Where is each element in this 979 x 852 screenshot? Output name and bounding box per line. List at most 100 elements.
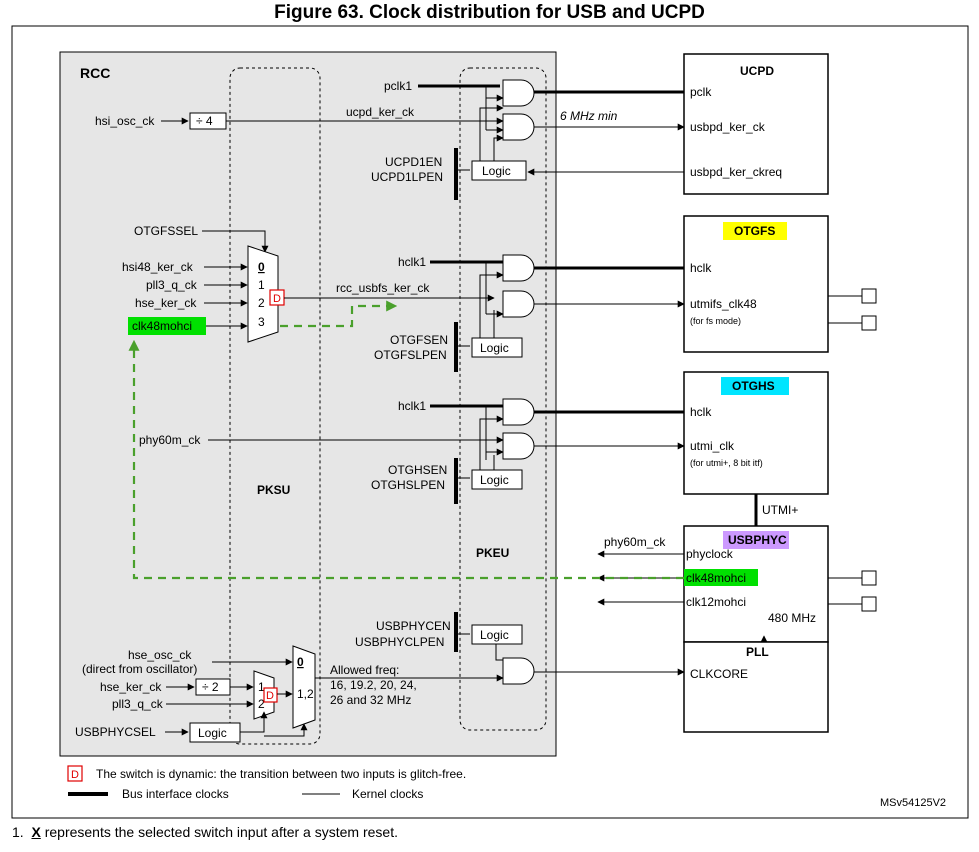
- and-gate-otghs-bus: [502, 398, 535, 426]
- otghslpen-label: OTGHSLPEN: [371, 478, 445, 492]
- pksu-label: PKSU: [257, 483, 290, 497]
- logic-ucpd: [471, 160, 527, 181]
- otgfs-clk48: utmifs_clk48: [690, 297, 757, 311]
- and-gate-usbphyc: [502, 657, 535, 685]
- rcc-usbfs-ker-ck-label: rcc_usbfs_ker_ck: [336, 281, 430, 295]
- legend-bus-text: Bus interface clocks: [122, 787, 229, 801]
- legend-dynamic-text: The switch is dynamic: the transition be…: [96, 767, 466, 781]
- legend-dynamic-mark: [67, 765, 83, 782]
- pll-title: PLL: [746, 645, 769, 659]
- ucpd1lpen-label: UCPD1LPEN: [371, 170, 443, 184]
- mux-num-3: 3: [258, 315, 265, 329]
- figure-frame: [11, 25, 969, 819]
- otgfs-badge: [723, 222, 787, 240]
- usbphycsel-label: USBPHYCSEL: [75, 725, 156, 739]
- hclk1-fs-label: hclk1: [398, 255, 426, 269]
- pll-clkcore: CLKCORE: [690, 667, 748, 681]
- logic-usbphycsel-label: Logic: [198, 726, 227, 740]
- rcc-label: RCC: [80, 65, 110, 81]
- usbphyc-freq: 480 MHz: [768, 611, 816, 625]
- otgfs-mux: [247, 245, 279, 343]
- hse-osc-ck-note: (direct from oscillator): [82, 662, 197, 676]
- usbphyc-badge: [723, 531, 789, 549]
- ucpd-req: usbpd_ker_ckreq: [690, 165, 782, 179]
- logic-otghs-label: Logic: [480, 473, 509, 487]
- div4-label: ÷ 4: [196, 114, 213, 128]
- usbphyc-big-mux: [292, 645, 316, 729]
- allowed-freq-1: Allowed freq:: [330, 663, 399, 677]
- otghs-title: OTGHS: [732, 379, 775, 393]
- dynamic-switch-mark-2: [263, 687, 278, 703]
- otghsen-label: OTGHSEN: [388, 463, 447, 477]
- phy60m-ck-label: phy60m_ck: [139, 433, 201, 447]
- otghs-utmi: utmi_clk: [690, 439, 735, 453]
- otghs-hclk: hclk: [690, 405, 712, 419]
- footnote-symbol: X: [31, 824, 41, 840]
- pll3-q-ck-label: pll3_q_ck: [112, 697, 164, 711]
- clk48mohci-highlight: [128, 317, 206, 335]
- dashed-path-otgfs: [280, 300, 398, 328]
- footnote-text: represents the selected switch input aft…: [44, 824, 398, 840]
- pll-block: [683, 641, 829, 733]
- logic-usbphyc: [471, 624, 523, 645]
- logic-usbphyc-label: Logic: [480, 628, 509, 642]
- mux-in-hse: hse_ker_ck: [135, 296, 197, 310]
- big-mux-num-12: 1,2: [297, 687, 314, 701]
- pksu-region: [229, 67, 321, 745]
- utmi-link-label: UTMI+: [762, 503, 798, 517]
- dynamic-mark-d2: D: [266, 690, 274, 702]
- usbphyc-clk48: clk48mohci: [686, 571, 746, 585]
- usbphyc-clk12: clk12mohci: [686, 595, 746, 609]
- footnote: 1. X represents the selected switch inpu…: [12, 824, 398, 840]
- ucpd-min-label: 6 MHz min: [560, 109, 618, 123]
- small-mux-num-2: 2: [258, 697, 265, 711]
- usbphyclpen-label: USBPHYCLPEN: [355, 635, 444, 649]
- pkeu-region: [459, 67, 547, 731]
- otghs-note: (for utmi+, 8 bit itf): [690, 458, 763, 468]
- ucpd1en-label: UCPD1EN: [385, 155, 442, 169]
- otgfslpen-label: OTGFSLPEN: [374, 348, 447, 362]
- hclk1-hs-label: hclk1: [398, 399, 426, 413]
- pkeu-label: PKEU: [476, 546, 509, 560]
- otgfs-title: OTGFS: [734, 224, 775, 238]
- otghs-badge: [721, 377, 789, 395]
- small-mux-num-1: 1: [258, 680, 265, 694]
- and-gate-otgfs-bus: [502, 254, 535, 282]
- ucpd-pclk: pclk: [690, 85, 712, 99]
- div2-label: ÷ 2: [202, 680, 219, 694]
- ucpd-ker-ck-label: ucpd_ker_ck: [346, 105, 415, 119]
- and-gate-otgfs-ker: [502, 290, 535, 318]
- footnote-number: 1.: [12, 824, 24, 840]
- otgfssel-label: OTGFSSEL: [134, 224, 198, 238]
- mux-num-0: 0: [258, 260, 265, 274]
- ucpd-title: UCPD: [740, 64, 774, 78]
- ucpd-block: [683, 53, 829, 195]
- allowed-freq-2: 16, 19.2, 20, 24,: [330, 678, 417, 692]
- mux-num-2: 2: [258, 296, 265, 310]
- pclk1-label: pclk1: [384, 79, 412, 93]
- usbphyc-pad-1: [861, 570, 877, 586]
- logic-otghs: [471, 469, 523, 490]
- usbphycen-label: USBPHYCEN: [376, 619, 451, 633]
- legend-dynamic-d: D: [71, 769, 79, 781]
- otgfs-pad-2: [861, 315, 877, 331]
- hse-osc-ck-label: hse_osc_ck: [128, 648, 192, 662]
- hsi-osc-ck-label: hsi_osc_ck: [95, 114, 155, 128]
- usbphyc-phyclock: phyclock: [686, 547, 734, 561]
- otgfs-hclk: hclk: [690, 261, 712, 275]
- ucpd-ker: usbpd_ker_ck: [690, 120, 766, 134]
- figure-id: MSv54125V2: [880, 797, 946, 809]
- logic-otgfs-label: Logic: [480, 341, 509, 355]
- otgfs-note: (for fs mode): [690, 316, 741, 326]
- usbphyc-phy60m-label: phy60m_ck: [604, 535, 666, 549]
- figure-title: Figure 63. Clock distribution for USB an…: [274, 2, 705, 23]
- mux-in-pll3: pll3_q_ck: [146, 278, 198, 292]
- usbphyc-clk48-highlight: [684, 569, 758, 586]
- logic-otgfs: [471, 337, 523, 358]
- dynamic-mark-d: D: [273, 293, 281, 305]
- usbphyc-pad-2: [861, 596, 877, 612]
- mux-num-1: 1: [258, 278, 265, 292]
- mux-in-hsi48: hsi48_ker_ck: [122, 260, 194, 274]
- otgfsen-label: OTGFSEN: [390, 333, 448, 347]
